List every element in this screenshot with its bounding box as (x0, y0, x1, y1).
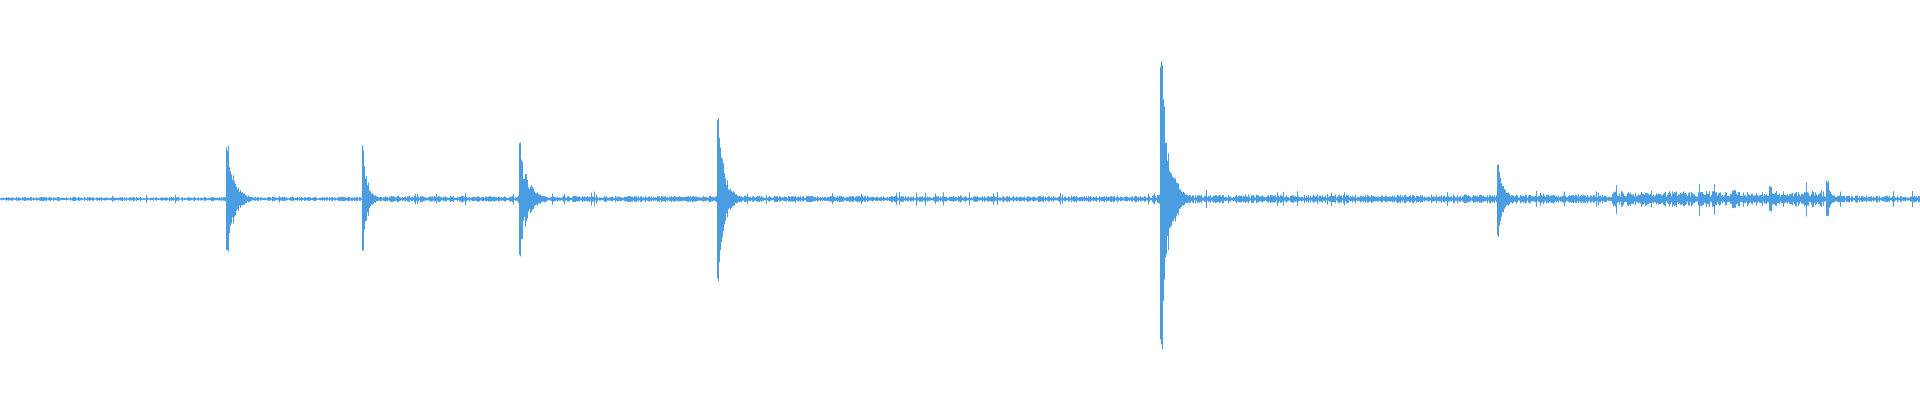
waveform-samples (0, 61, 1920, 350)
waveform-path (0, 61, 1920, 350)
